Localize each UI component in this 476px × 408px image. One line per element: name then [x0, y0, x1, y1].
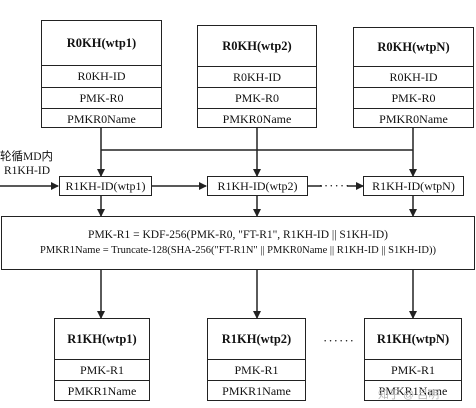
pmk-r1-formula: PMK-R1 = KDF-256(PMK-R0, "FT-R1", R1KH-I…	[88, 229, 388, 241]
pmkr1name-cell: PMKR1Name	[208, 380, 305, 402]
r1kh-box-wtp2: R1KH(wtp2) PMK-R1 PMKR1Name	[207, 318, 306, 401]
r1kh-ellipsis: ······	[323, 333, 355, 348]
r1kh-id-box-wtpn: R1KH-ID(wtpN)	[363, 176, 464, 196]
r1kh-id-box-wtp1: R1KH-ID(wtp1)	[59, 176, 152, 196]
derivation-box: PMK-R1 = KDF-256(PMK-R0, "FT-R1", R1KH-I…	[1, 216, 475, 270]
r0kh-box-wtp1: R0KH(wtp1) R0KH-ID PMK-R0 PMKR0Name	[41, 20, 162, 128]
pmk-r1-cell: PMK-R1	[208, 359, 305, 380]
pmkr1name-cell: PMKR1Name	[55, 380, 149, 402]
r0kh-box-wtp2: R0KH(wtp2) R0KH-ID PMK-R0 PMKR0Name	[197, 25, 317, 128]
pmk-r1-cell: PMK-R1	[365, 359, 461, 380]
r1kh-box-wtpn: R1KH(wtpN) PMK-R1 PMKR1Name	[364, 318, 462, 401]
r1kh-title: R1KH(wtp2)	[221, 331, 292, 346]
pmk-r0-cell: PMK-R0	[42, 87, 161, 108]
pmk-r0-cell: PMK-R0	[198, 87, 316, 108]
r1kh-id-box-wtp2: R1KH-ID(wtp2)	[207, 176, 308, 196]
r0kh-box-wtpn: R0KH(wtpN) R0KH-ID PMK-R0 PMKR0Name	[353, 27, 474, 128]
r0kh-id-cell: R0KH-ID	[354, 66, 473, 87]
pmk-r0-cell: PMK-R0	[354, 87, 473, 108]
r0kh-id-cell: R0KH-ID	[198, 66, 316, 87]
chain-ellipsis: ······	[318, 178, 351, 193]
r0kh-id-cell: R0KH-ID	[42, 65, 161, 87]
pmkr0name-cell: PMKR0Name	[198, 108, 316, 129]
watermark: 知乎 @ 吕明	[378, 389, 440, 401]
side-note-line2: R1KH-ID	[4, 165, 50, 177]
r0kh-title: R0KH(wtpN)	[377, 39, 450, 54]
r1kh-title: R1KH(wtp1)	[67, 331, 137, 346]
r1kh-title: R1KH(wtpN)	[376, 331, 450, 346]
r0kh-title: R0KH(wtp1)	[66, 35, 137, 50]
side-note: 轮循MD内 R1KH-ID	[0, 150, 53, 178]
r1kh-box-wtp1: R1KH(wtp1) PMK-R1 PMKR1Name	[54, 318, 150, 401]
pmkr1name-formula: PMKR1Name = Truncate-128(SHA-256("FT-R1N…	[40, 245, 436, 256]
r0kh-title: R0KH(wtp2)	[222, 38, 292, 53]
side-note-line1: 轮循MD内	[0, 151, 54, 163]
pmk-r1-cell: PMK-R1	[55, 359, 149, 380]
pmkr0name-cell: PMKR0Name	[42, 108, 161, 129]
pmkr1name-cell: PMKR1Name	[365, 380, 461, 402]
pmkr0name-cell: PMKR0Name	[354, 108, 473, 129]
